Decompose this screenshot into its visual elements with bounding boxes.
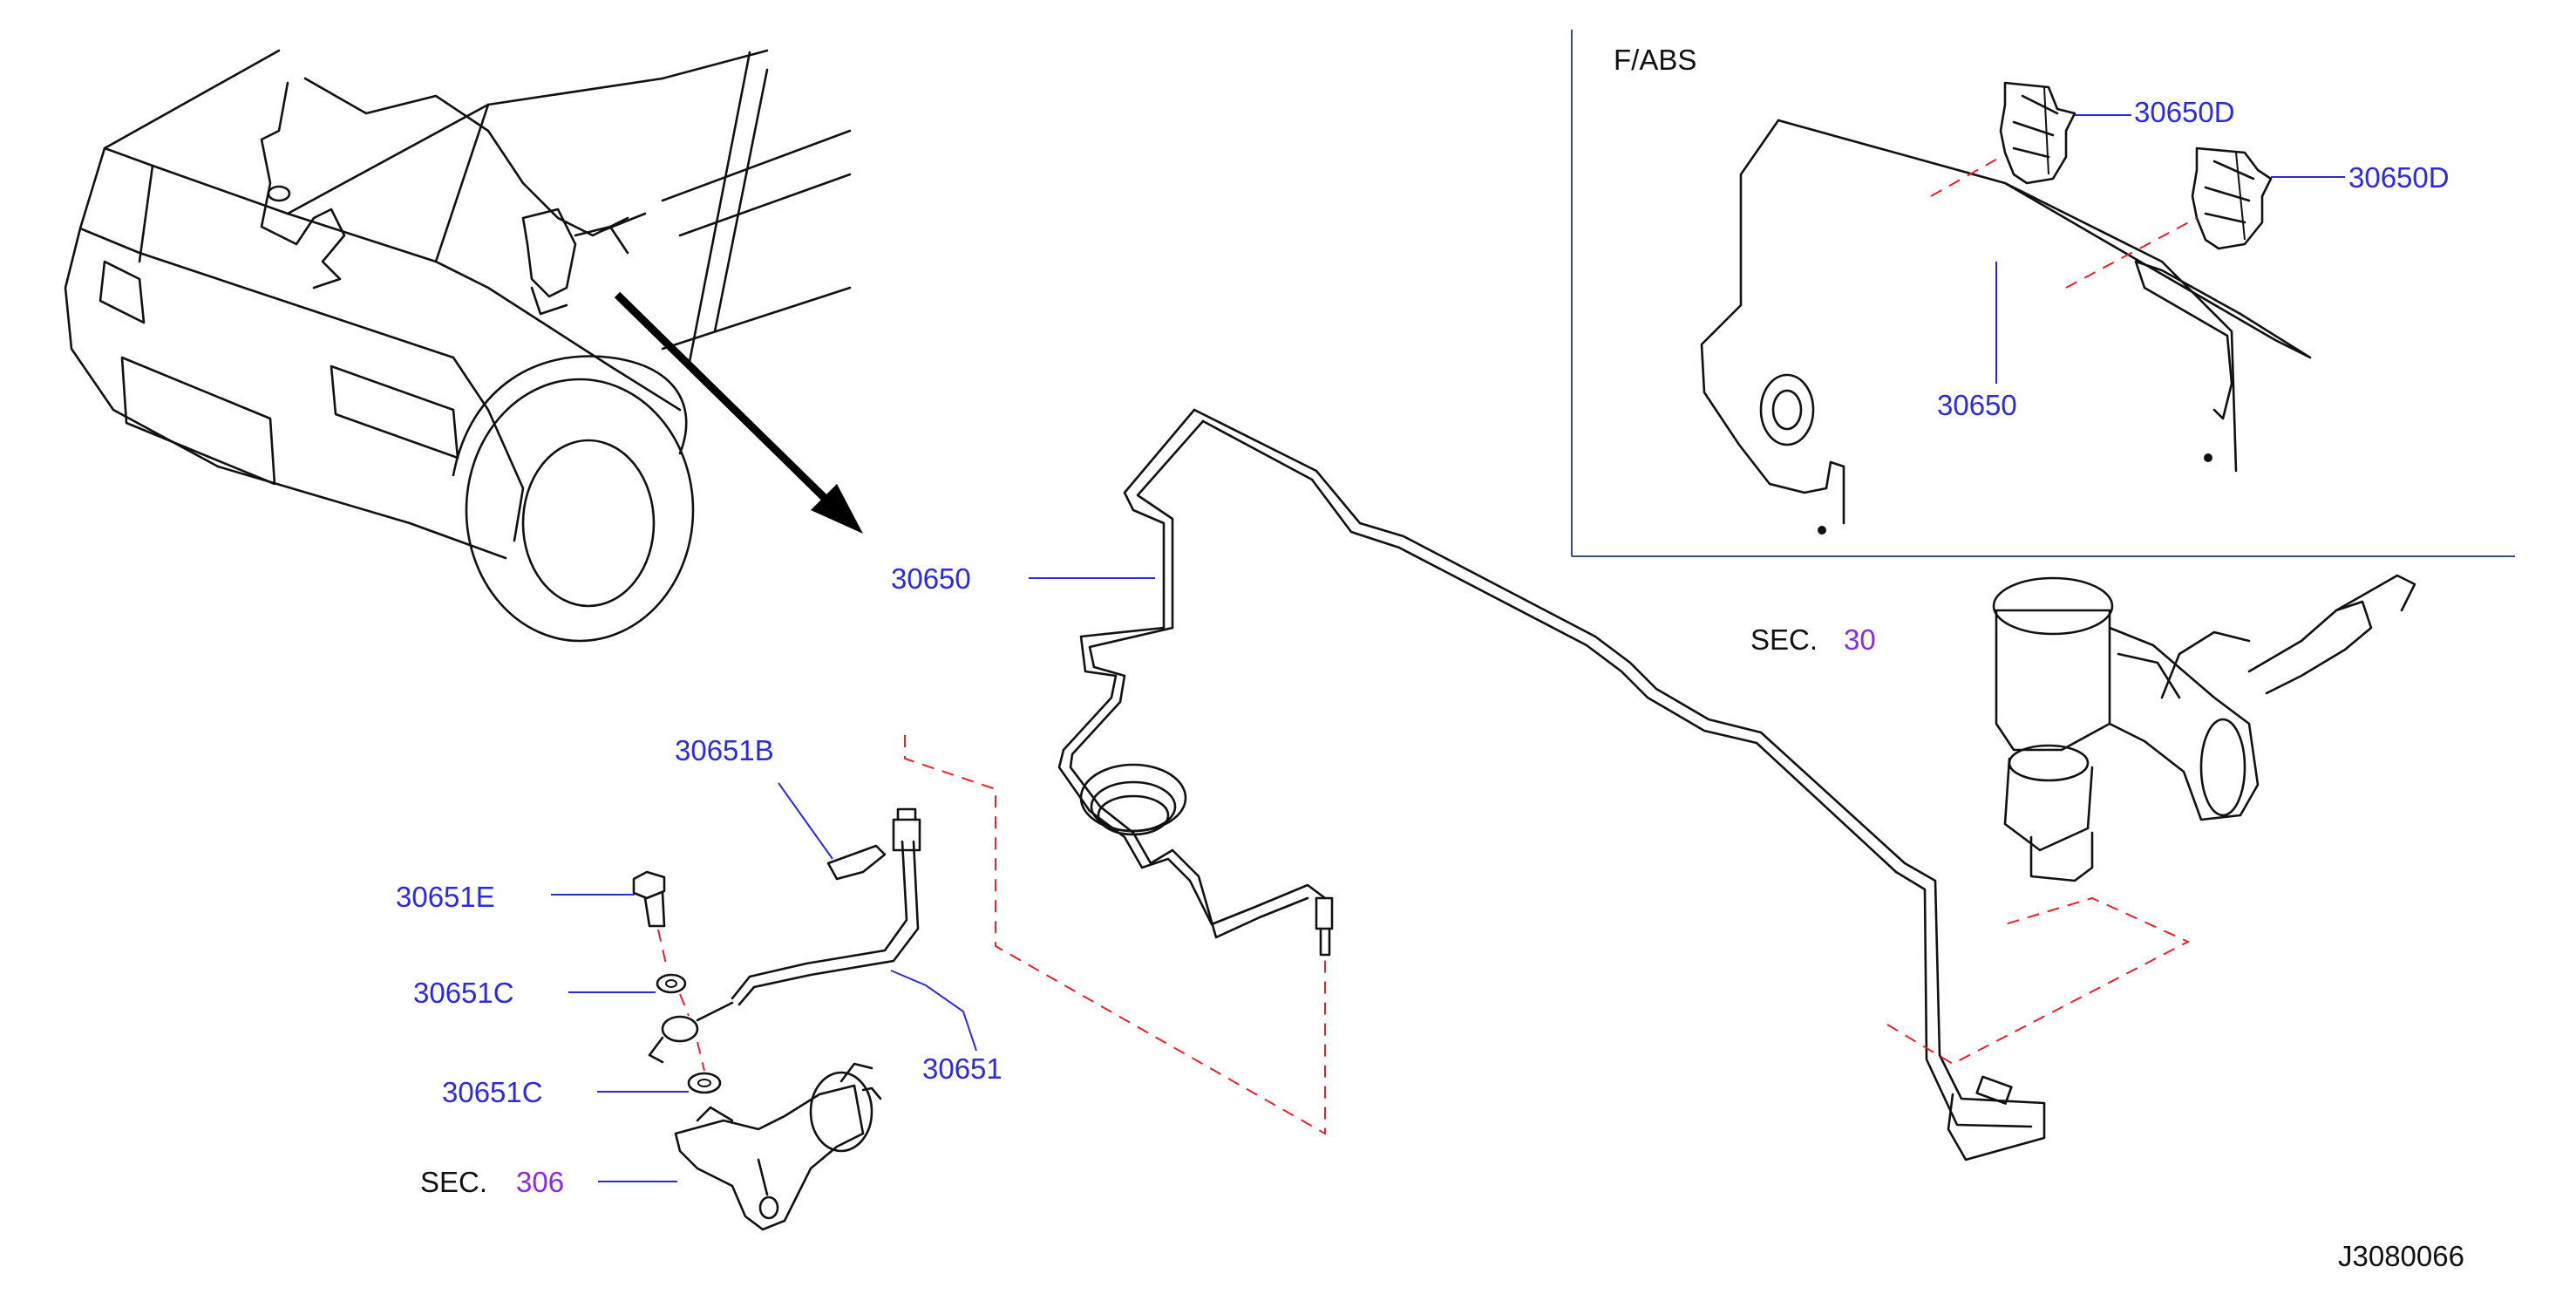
part-label-30650d-b: 30650D (2348, 161, 2450, 194)
part-label-30651e: 30651E (396, 881, 495, 913)
diagram-id: J3080066 (2338, 1240, 2464, 1272)
part-label-30651b: 30651B (675, 734, 774, 766)
clip-30650d-a (1999, 81, 2076, 185)
clutch-master-cylinder (1748, 574, 2416, 882)
part-label-30650-main: 30650 (891, 562, 971, 595)
part-label-30651c-b: 30651C (442, 1076, 543, 1108)
section-ref-top-label: SEC. (1750, 623, 1818, 656)
part-label-30650-inset: 30650 (1937, 389, 2017, 421)
fabs-inset (1571, 30, 2515, 557)
part-label-30651c-a: 30651C (413, 977, 514, 1009)
section-ref-bottom-number: 306 (516, 1166, 564, 1198)
fabs-label: F/ABS (1614, 44, 1696, 76)
arrow-head-icon (811, 484, 863, 534)
vehicle-illustration (64, 49, 863, 643)
section-ref-bottom-label: SEC. (420, 1166, 487, 1198)
part-label-30650d-a: 30650D (2134, 96, 2235, 128)
section-ref-top-number: 30 (1844, 623, 1876, 656)
clip-30650d-b (2191, 146, 2273, 250)
slave-cylinder-assembly (551, 782, 977, 1231)
part-label-30651: 30651 (922, 1052, 1003, 1085)
clutch-tube-30650 (904, 408, 2191, 1161)
